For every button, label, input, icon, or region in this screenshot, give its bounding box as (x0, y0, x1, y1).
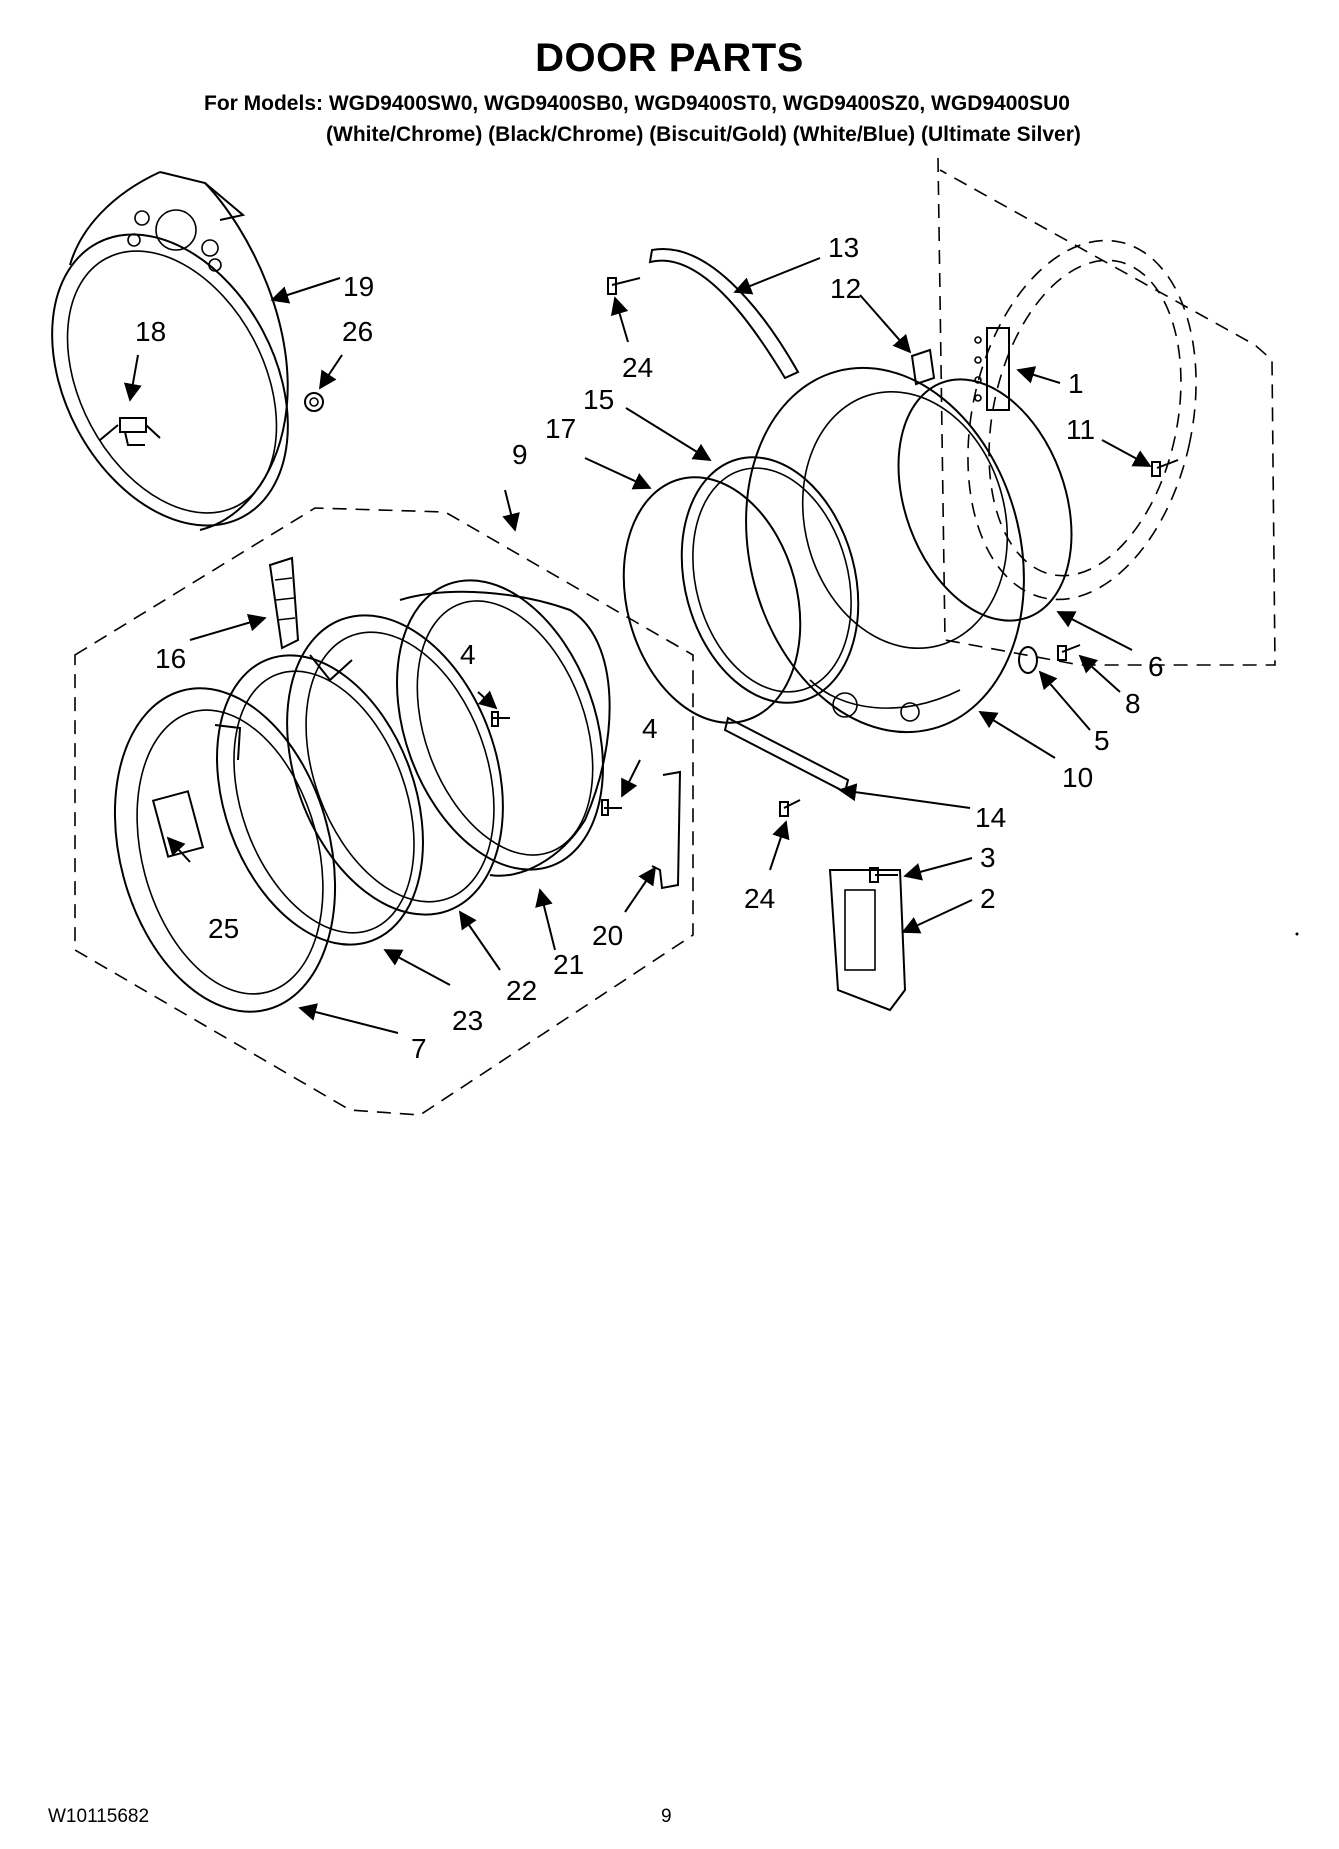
part-12-hinge-clip (910, 348, 936, 386)
part-17-door-glass (622, 476, 802, 724)
callout-2: 2 (980, 883, 996, 914)
part-7-outer-door (113, 687, 337, 1013)
callout-13: 13 (828, 232, 859, 263)
part-11-screw (1151, 459, 1179, 477)
part-4-screw-b (601, 799, 622, 816)
callout-1: 1 (1068, 368, 1084, 399)
document-number: W10115682 (48, 1806, 150, 1827)
callout-25: 25 (208, 913, 239, 944)
callout-19: 19 (343, 271, 374, 302)
callout-24b: 24 (744, 883, 775, 914)
part-16-latch-bracket (268, 556, 300, 650)
callout-4a: 4 (460, 639, 476, 670)
part-4-screw-a (491, 711, 510, 727)
callout-23: 23 (452, 1005, 483, 1036)
part-3-screw (869, 867, 898, 883)
callout-20: 20 (592, 920, 623, 951)
callout-26: 26 (342, 316, 373, 347)
part-23-trim-ring (214, 654, 424, 946)
callout-6: 6 (1148, 651, 1164, 682)
callout-18: 18 (135, 316, 166, 347)
leader-lines (123, 257, 1152, 1034)
part-21-inner-door-frame (396, 579, 611, 877)
page-number: 9 (661, 1806, 672, 1827)
callout-16: 16 (155, 643, 186, 674)
callout-21: 21 (553, 949, 584, 980)
callout-5: 5 (1094, 725, 1110, 756)
callout-15: 15 (583, 384, 614, 415)
models-line: For Models: WGD9400SW0, WGD9400SB0, WGD9… (204, 92, 1070, 115)
callout-7: 7 (411, 1033, 427, 1064)
callout-3: 3 (980, 842, 996, 873)
callout-14: 14 (975, 802, 1006, 833)
callout-17: 17 (545, 413, 576, 444)
part-26-bushing (304, 392, 324, 412)
part-19-inner-door-panel (51, 171, 289, 531)
stray-mark (1295, 932, 1299, 936)
callout-8: 8 (1125, 688, 1141, 719)
part-6-gasket (897, 378, 1073, 622)
part-15-glass-gasket (680, 456, 860, 704)
callout-10: 10 (1062, 762, 1093, 793)
callout-12: 12 (830, 273, 861, 304)
part-13-hinge-arm (648, 247, 800, 380)
part-10-door-inner-panel (745, 366, 1025, 734)
part-24-screw-top (607, 277, 641, 295)
part-22-door-glass-ring (286, 614, 504, 916)
part-18-hinge (99, 417, 161, 446)
callout-24a: 24 (622, 352, 653, 383)
part-9-door-assembly-outline (74, 507, 694, 1116)
callout-4b: 4 (642, 713, 658, 744)
part-20-strike (651, 770, 682, 890)
callout-11: 11 (1066, 414, 1095, 445)
page-title: DOOR PARTS (535, 36, 804, 80)
part-24-screw-bottom (779, 799, 801, 817)
cabinet-front-outline (937, 157, 1276, 666)
part-14-trim-strip (723, 716, 850, 794)
part-25-handle (151, 790, 205, 858)
cabinet-opening-inner (988, 259, 1182, 577)
part-8-screw (1057, 644, 1081, 661)
colors-line: (White/Chrome) (Black/Chrome) (Biscuit/G… (326, 123, 1081, 146)
callout-22: 22 (506, 975, 537, 1006)
part-2-door-lock (828, 869, 907, 1012)
part-5-washer (1018, 646, 1038, 674)
callout-9: 9 (512, 439, 528, 470)
part-1-hinge-plate (974, 327, 1010, 411)
